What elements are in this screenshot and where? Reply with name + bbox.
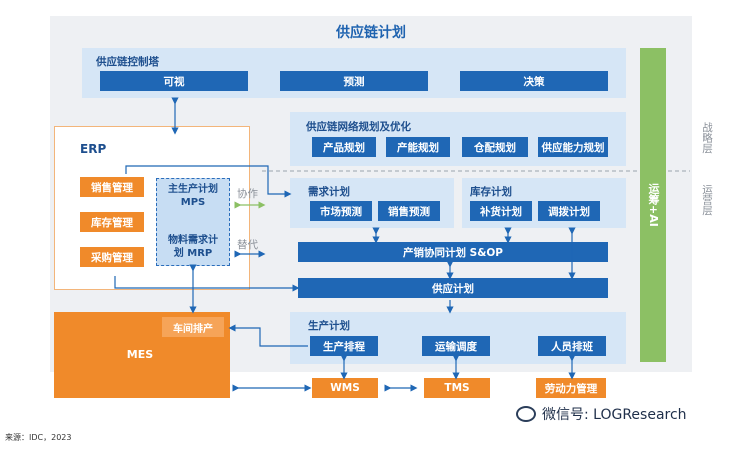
capacity-planning: 产能规划 — [386, 137, 450, 157]
supply-plan: 供应计划 — [298, 278, 608, 298]
replenishment-plan: 补货计划 — [470, 201, 532, 221]
production-planning-label: 生产计划 — [308, 320, 350, 332]
wechat-watermark: 微信号: LOGResearch — [516, 404, 687, 424]
control-tower-visibility: 可视 — [100, 71, 248, 91]
product-planning: 产品规划 — [312, 137, 376, 157]
supply-capacity-planning: 供应能力规划 — [538, 137, 608, 157]
mps-mrp-box — [156, 178, 230, 266]
source-note: 来源：IDC，2023 — [5, 433, 72, 442]
mps-line2: MPS — [180, 197, 206, 208]
inventory-management: 库存管理 — [80, 212, 144, 232]
ops-ai-bar: 运筹+AI — [640, 48, 666, 362]
inventory-planning-label: 库存计划 — [470, 186, 512, 198]
tms-box: TMS — [424, 378, 490, 398]
wms-box: WMS — [312, 378, 378, 398]
wechat-icon — [516, 406, 536, 422]
cooperate-label: 协作 — [237, 188, 258, 200]
control-tower-forecast: 预测 — [280, 71, 428, 91]
procurement-management: 采购管理 — [80, 247, 144, 267]
control-tower-label: 供应链控制塔 — [96, 56, 159, 68]
demand-planning-label: 需求计划 — [308, 186, 350, 198]
sop-plan: 产销协同计划 S&OP — [298, 242, 608, 262]
transfer-plan: 调拨计划 — [538, 201, 600, 221]
mrp-line1: 物料需求计 — [168, 235, 218, 246]
workforce-management-box: 劳动力管理 — [536, 378, 606, 398]
operational-layer-label: 运营层 — [701, 184, 713, 216]
workshop-scheduling: 车间排产 — [162, 317, 224, 337]
transport-dispatch: 运输调度 — [422, 336, 490, 356]
staff-scheduling: 人员排班 — [538, 336, 606, 356]
network-planning-label: 供应链网络规划及优化 — [306, 121, 411, 133]
mrp-line2: 划 MRP — [173, 248, 213, 259]
control-tower-decision: 决策 — [460, 71, 608, 91]
ops-ai-label: 运筹+AI — [647, 183, 660, 227]
erp-label: ERP — [80, 142, 107, 156]
market-forecast: 市场预测 — [310, 201, 372, 221]
production-scheduling: 生产排程 — [310, 336, 378, 356]
replace-label: 替代 — [237, 239, 258, 251]
warehouse-planning: 仓配规划 — [462, 137, 528, 157]
strategic-layer-label: 战略层 — [701, 122, 713, 154]
mps-line1: 主生产计划 — [168, 184, 218, 195]
mes-label: MES — [126, 347, 154, 361]
sales-forecast: 销售预测 — [378, 201, 440, 221]
sales-management: 销售管理 — [80, 177, 144, 197]
diagram-title: 供应链计划 — [336, 25, 406, 41]
